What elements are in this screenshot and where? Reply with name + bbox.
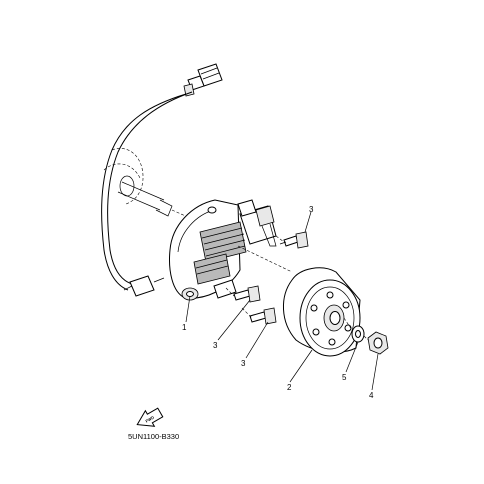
bolt-upper xyxy=(279,231,309,249)
callout-3-middle: 3 xyxy=(213,341,218,350)
callout-3-upper: 3 xyxy=(309,205,314,214)
assembly-guides xyxy=(225,235,369,341)
bolt-middle xyxy=(233,285,261,303)
callout-5: 5 xyxy=(342,373,347,382)
diagram-code: 5UN1100-B330 xyxy=(128,432,179,441)
nut xyxy=(367,331,389,355)
leader-lines xyxy=(185,211,379,391)
crankshaft-outline xyxy=(103,148,191,219)
rotor-assembly xyxy=(282,267,361,357)
connector-plug xyxy=(183,63,223,97)
callout-2: 2 xyxy=(287,383,292,392)
stator-assembly xyxy=(169,199,277,301)
fwd-arrow-icon: FWD xyxy=(136,407,164,427)
bolt-lower xyxy=(249,307,277,325)
callout-4: 4 xyxy=(369,391,374,400)
cable-grommet xyxy=(123,275,165,297)
callout-3-lower: 3 xyxy=(241,359,246,368)
fwd-label: FWD xyxy=(145,415,155,424)
washer xyxy=(351,325,365,343)
wire-harness xyxy=(101,91,193,291)
callout-1: 1 xyxy=(182,323,187,332)
